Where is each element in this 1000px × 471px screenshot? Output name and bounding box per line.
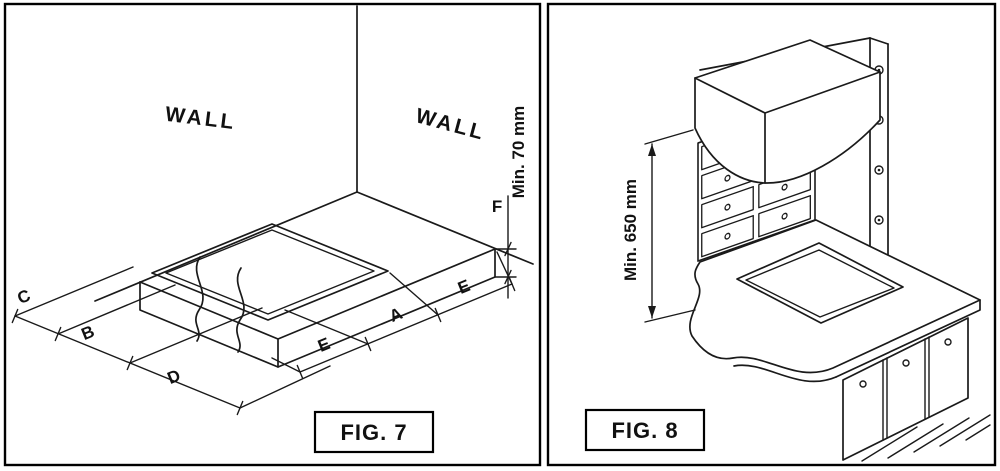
door-knobs <box>859 338 952 388</box>
fig7-panel: WALL WALL C <box>3 2 542 467</box>
fig8-worktop <box>689 219 981 383</box>
fig8-hatching <box>861 414 991 462</box>
fig8-min-clearance-label: Min. 650 mm <box>621 179 640 281</box>
dim-label-f: F <box>492 197 502 216</box>
fig8-base-doors <box>842 317 969 461</box>
fig8-panel: Min. 650 mm FIG. 8 <box>546 2 997 467</box>
fig7-cutout <box>151 223 389 321</box>
fig8-caption: FIG. 8 <box>611 418 678 443</box>
fig7-caption-box: FIG. 7 <box>313 410 435 454</box>
fig7-wall-corner-lines <box>94 5 534 302</box>
fig8-caption-box: FIG. 8 <box>584 408 706 452</box>
fig8-dim-height <box>644 129 696 323</box>
fig7-dim-chain-left <box>11 266 331 416</box>
fig7-min-clearance-label: Min. 70 mm <box>509 106 528 199</box>
fig7-break-lines <box>195 256 245 353</box>
fig8-hood <box>694 39 881 184</box>
fig7-worktop <box>139 248 496 368</box>
fig7-dim-chain-right <box>271 251 516 380</box>
fig7-dim-thickness <box>494 195 517 299</box>
fig7-panel-border <box>3 2 542 467</box>
fig7-caption: FIG. 7 <box>340 420 407 445</box>
